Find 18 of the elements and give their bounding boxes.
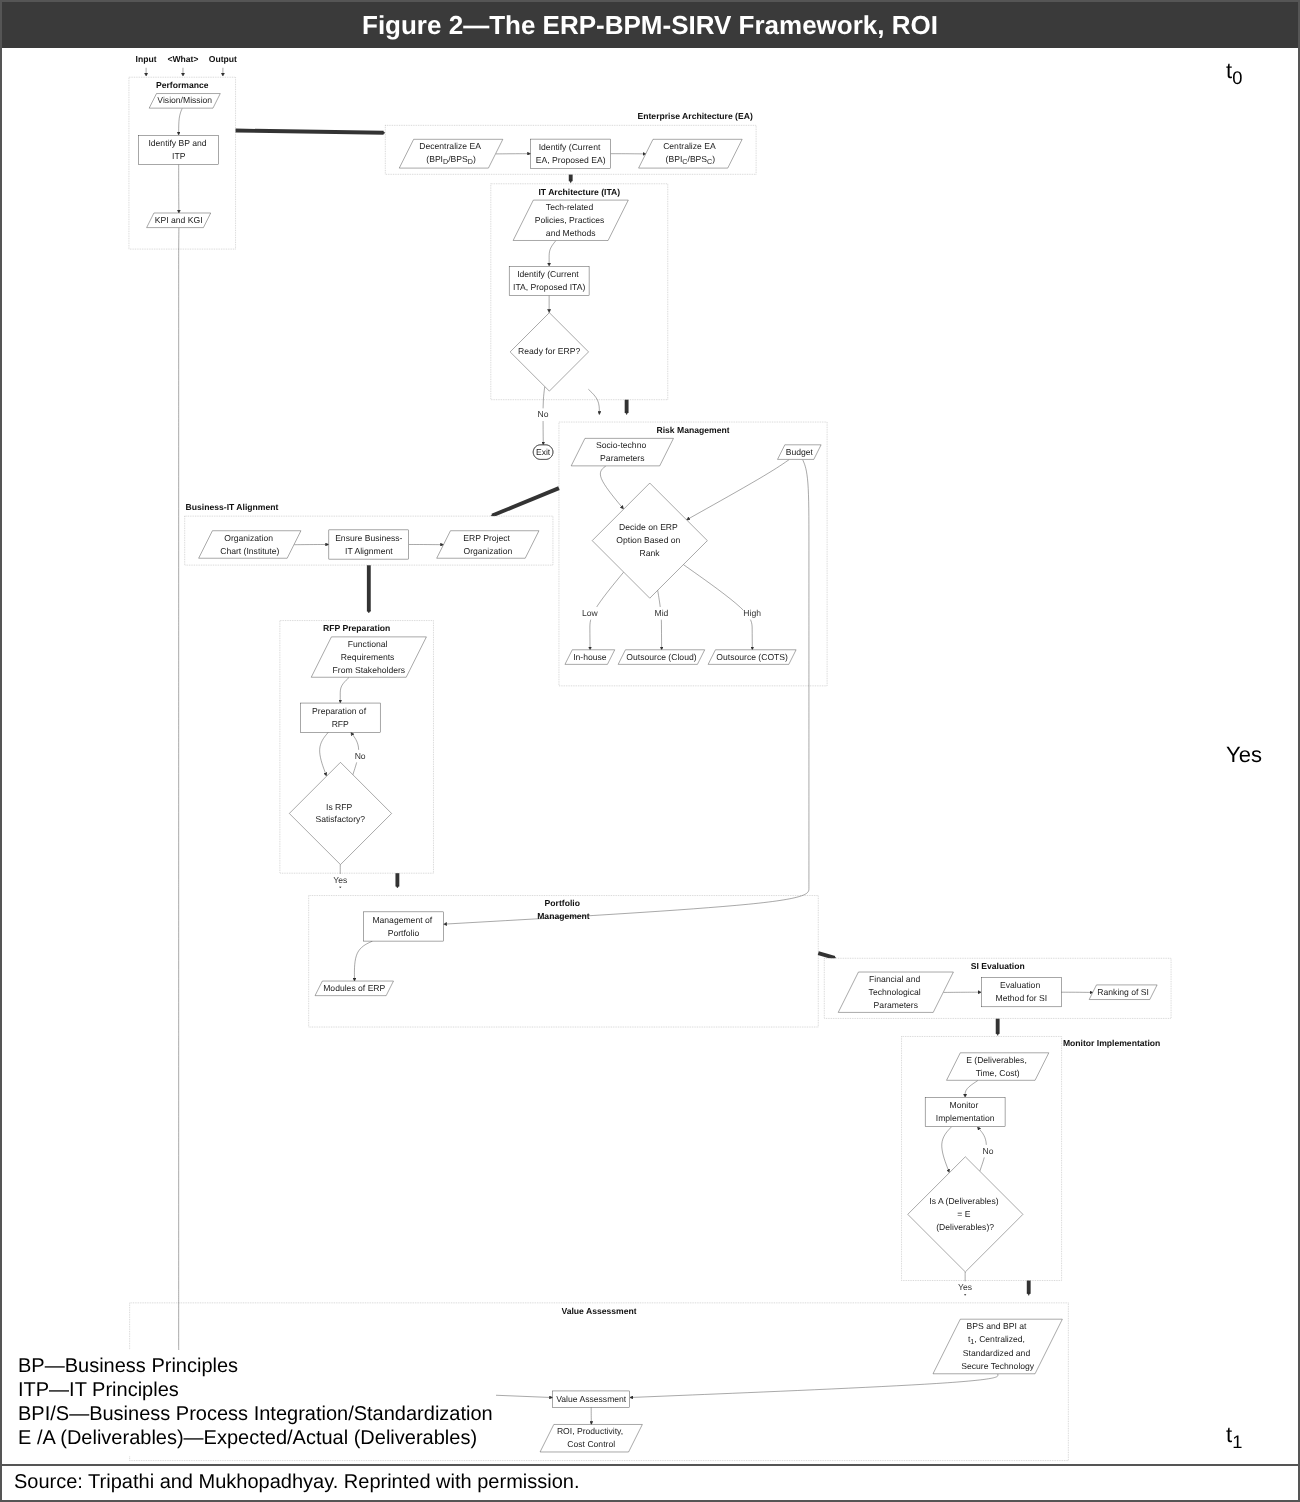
arrow bbox=[235, 128, 386, 135]
arrow bbox=[144, 67, 148, 77]
arrow bbox=[490, 486, 560, 518]
time-mark: t$_{1}$ bbox=[1226, 1423, 1245, 1452]
arrow bbox=[817, 951, 837, 960]
cluster bbox=[901, 1036, 1062, 1281]
cluster bbox=[184, 515, 554, 566]
arrow bbox=[221, 67, 225, 77]
cluster bbox=[385, 125, 757, 175]
arrow bbox=[624, 399, 629, 415]
figure-title: Figure 2—The ERP-BPM-SIRV Framework, ROI bbox=[2, 2, 1298, 48]
arrow bbox=[395, 873, 400, 889]
arrow bbox=[995, 1017, 1000, 1036]
source-caption: Source: Tripathi and Mukhopadhyay. Reprinted with permission. bbox=[2, 1464, 1298, 1500]
branch-label: Yes bbox=[1226, 744, 1264, 768]
arrow bbox=[366, 565, 371, 614]
arrow bbox=[1026, 1280, 1031, 1296]
time-mark: t$_{0}$ bbox=[1226, 60, 1245, 89]
